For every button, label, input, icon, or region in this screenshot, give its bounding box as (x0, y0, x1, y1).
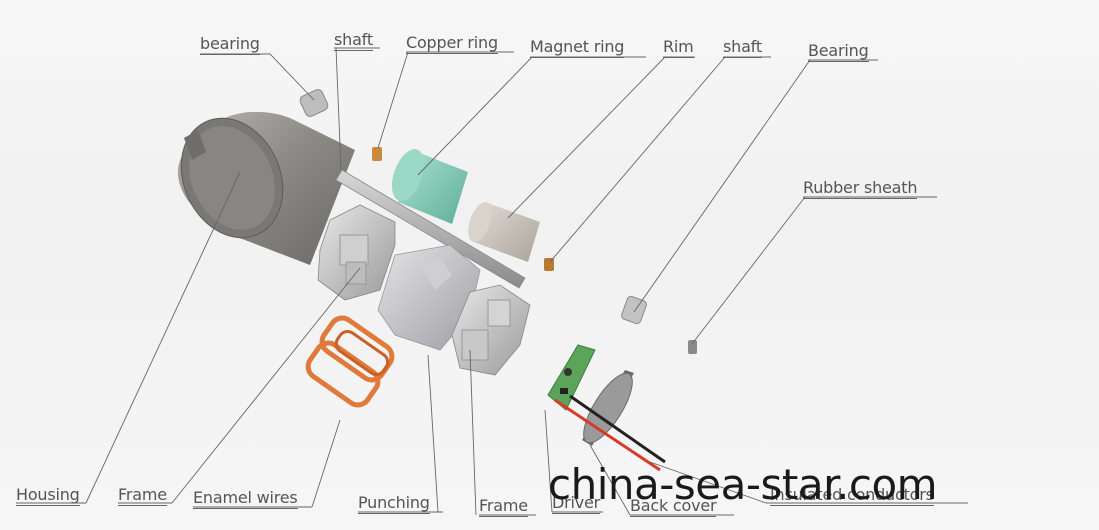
label-frame-right: Frame (479, 496, 528, 517)
label-shaft-top: shaft (334, 30, 373, 51)
label-insulated-conductors: Insulated conductors (770, 485, 934, 506)
watermark-text: china-sea-star.com (548, 460, 938, 509)
label-rubber-sheath: Rubber sheath (803, 178, 918, 199)
label-housing: Housing (16, 485, 80, 506)
label-bearing-top: bearing (200, 34, 260, 55)
bearing-top-part (299, 89, 329, 117)
label-magnet-ring: Magnet ring (530, 37, 625, 58)
label-back-cover: Back cover (630, 496, 717, 517)
frame-right-part (451, 284, 531, 376)
label-punching: Punching (358, 493, 430, 514)
label-bearing-right: Bearing (808, 41, 869, 62)
rubber-sheath-part (688, 340, 697, 354)
enamel-wires-part (305, 315, 395, 408)
label-frame-left: Frame (118, 485, 167, 506)
label-shaft-right: shaft (723, 37, 762, 58)
copper-ring-part (372, 147, 382, 161)
bearing-right-part (621, 295, 647, 325)
leader-lines (16, 47, 968, 516)
housing-part (177, 111, 355, 265)
label-driver: Driver (552, 493, 601, 514)
shaft-part (335, 169, 526, 289)
label-rim: Rim (663, 37, 694, 58)
frame-left-part (317, 204, 396, 301)
label-enamel-wires: Enamel wires (193, 488, 298, 509)
label-copper-ring: Copper ring (406, 33, 498, 54)
insulated-conductors-part (554, 394, 666, 472)
rim-part (468, 201, 540, 262)
shaft-right-part (544, 258, 554, 271)
magnet-ring-part (391, 149, 468, 224)
